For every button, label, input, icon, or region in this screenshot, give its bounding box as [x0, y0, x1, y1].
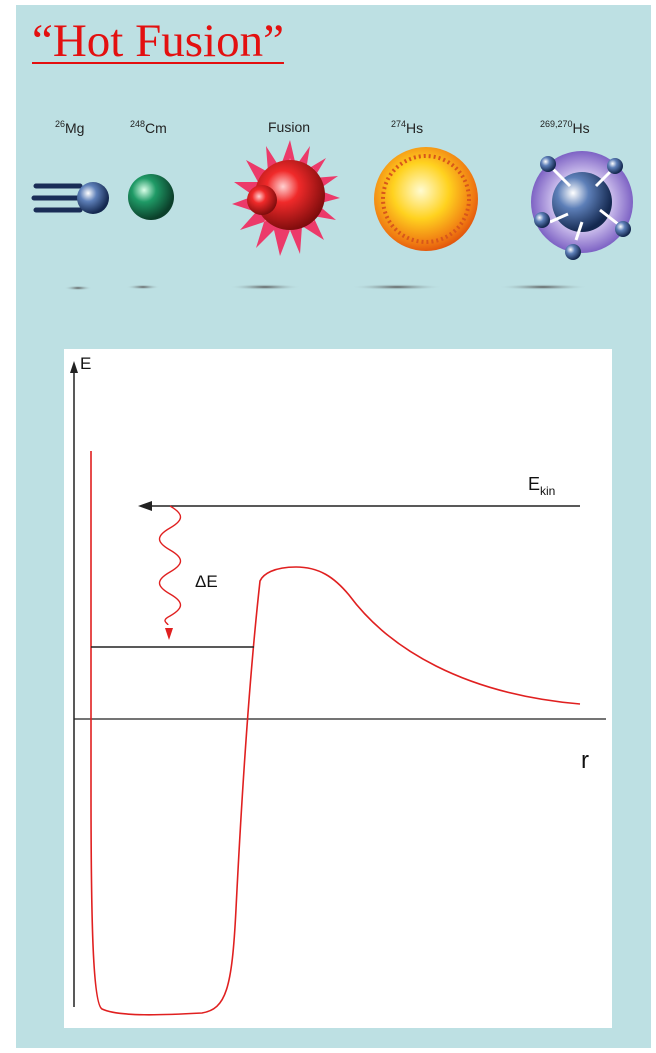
hs269-nucleus-icon — [531, 151, 633, 260]
x-axis-label: r — [581, 747, 589, 774]
ekin-label: Ekin — [528, 474, 555, 498]
nucleus-label-cm: 248Cm — [130, 119, 167, 136]
potential-curve — [90, 451, 581, 1016]
delta-e-label: ΔE — [195, 572, 218, 591]
nucleus-label-hs269: 269,270Hs — [540, 119, 590, 136]
fusion-burst-icon — [232, 140, 340, 256]
slide-title: “Hot Fusion” — [32, 15, 284, 67]
nucleus-label-mg: 26Mg — [55, 119, 85, 136]
hs274-nucleus-icon — [374, 147, 478, 251]
nucleus-label-fusion: Fusion — [268, 119, 311, 135]
delta-e-arrowhead — [165, 628, 173, 640]
mg-nucleus-icon — [31, 182, 109, 214]
energy-diagram-panel: E Ekin ΔE r — [64, 349, 612, 1028]
ekin-arrowhead — [138, 501, 152, 511]
cm-nucleus-icon — [128, 174, 174, 220]
y-axis-arrowhead — [70, 361, 78, 373]
nucleus-label-hs274: 274Hs — [391, 119, 424, 136]
delta-e-wavy-arrow — [158, 505, 182, 626]
y-axis-label: E — [80, 354, 91, 373]
nuclei-illustration — [31, 140, 633, 291]
energy-diagram: E Ekin ΔE r — [70, 354, 606, 1016]
nucleus-shadows — [64, 284, 588, 291]
